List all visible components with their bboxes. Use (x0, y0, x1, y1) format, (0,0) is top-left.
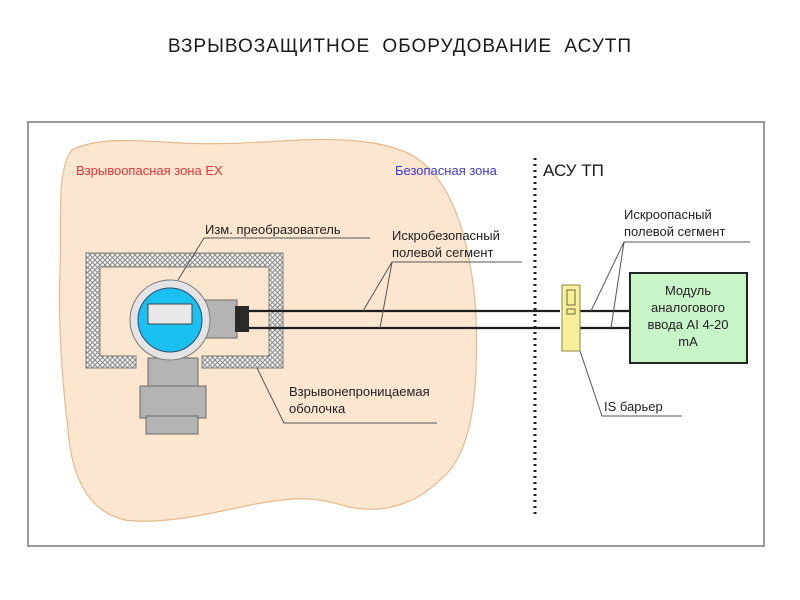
callout-is-barrier: IS барьер (579, 350, 682, 417)
page-title: ВЗРЫВОЗАЩИТНОЕ ОБОРУДОВАНИЕ АСУТП (167, 36, 633, 57)
flameproof-enclosure (85, 252, 284, 369)
spark-segment-label-line2: полевой сегмент (624, 224, 725, 239)
enclosure-label-line2: оболочка (289, 401, 346, 416)
transmitter-display (147, 303, 193, 325)
callout-transmitter: Изм. преобразователь (177, 222, 370, 281)
module-label-line2: аналогового (651, 300, 725, 315)
module-label-line4: mA (678, 334, 698, 349)
spark-segment-label-line1: Искроопасный (624, 207, 712, 222)
transmitter-device (129, 279, 249, 435)
safe-zone-label: Безопасная зона (395, 163, 498, 178)
field-cables (248, 309, 630, 330)
is-segment-label-line2: полевой сегмент (392, 245, 493, 260)
module-label-line1: Модуль (665, 283, 711, 298)
hazard-zone-label: Взрывоопасная зона EX (76, 163, 223, 178)
module-label-line3: ввода AI 4-20 (648, 317, 729, 332)
callout-enclosure: Взрывонепроницаемая оболочка (256, 367, 437, 424)
analog-input-module: Модуль аналогового ввода AI 4-20 mA (629, 272, 748, 364)
enclosure-label-line1: Взрывонепроницаемая (289, 384, 430, 399)
is-barrier-label: IS барьер (604, 399, 663, 414)
is-barrier (561, 284, 581, 352)
callout-is-segment: Искробезопасный полевой сегмент (362, 228, 522, 329)
is-segment-label-line1: Искробезопасный (392, 228, 500, 243)
transmitter-label: Изм. преобразователь (205, 222, 341, 237)
control-zone-label: АСУ ТП (543, 161, 604, 180)
hazard-zone-area (58, 138, 478, 522)
callout-spark-segment: Искроопасный полевой сегмент (590, 207, 750, 329)
